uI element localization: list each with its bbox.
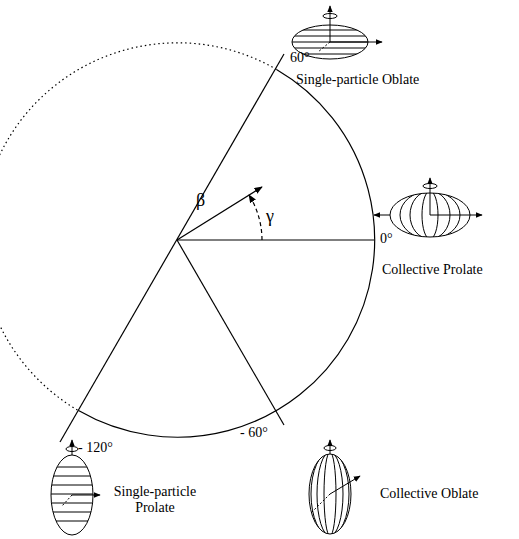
shape-label: Single-particle Oblate <box>296 72 419 88</box>
shape-label: Collective Prolate <box>382 262 483 278</box>
angle-label: 0° <box>380 231 393 247</box>
angle-label: 60° <box>290 50 310 66</box>
angle-label: - 120° <box>78 440 113 456</box>
axis-symbol: γ <box>266 206 274 227</box>
shape-label: Single-particle Prolate <box>110 484 200 516</box>
axis-symbol: β <box>196 190 205 211</box>
angle-label: - 60° <box>240 425 268 441</box>
shape-label: Collective Oblate <box>380 486 478 502</box>
